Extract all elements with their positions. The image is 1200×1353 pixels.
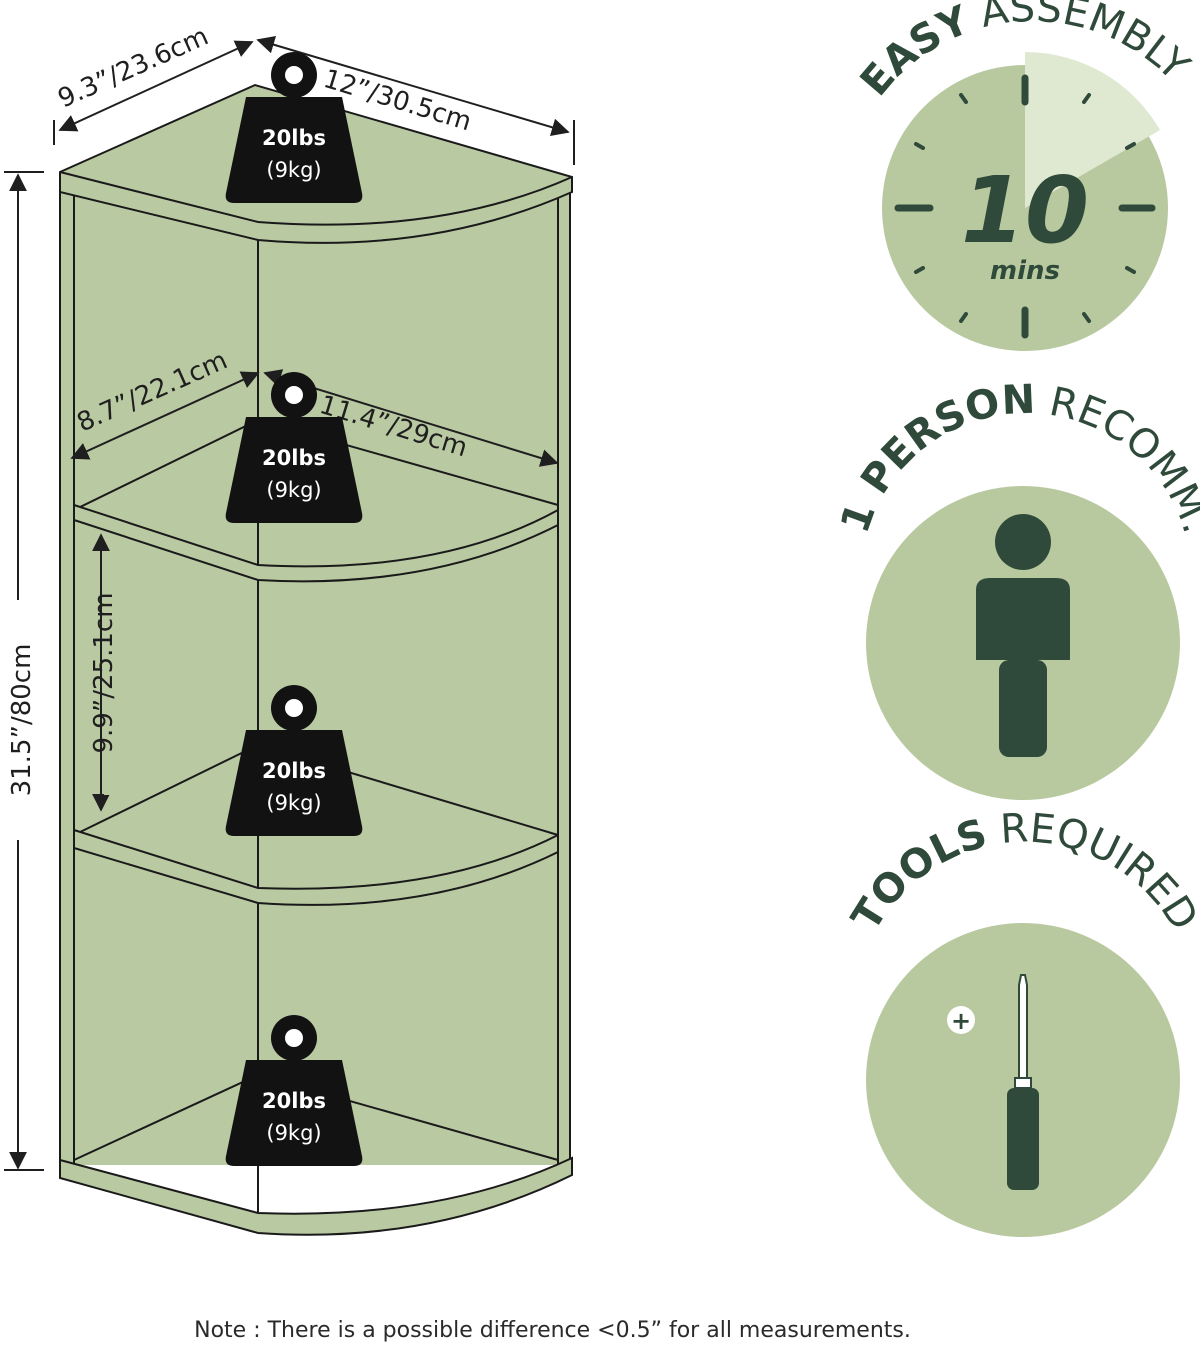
measurement-note: Note : There is a possible difference <0… xyxy=(194,1318,911,1343)
clock-highlight xyxy=(1025,52,1160,208)
weight-lbs: 20lbs xyxy=(262,126,326,150)
weight-kg: (9kg) xyxy=(266,791,321,815)
weight-icon: 20lbs (9kg) xyxy=(225,372,363,523)
svg-text:+: + xyxy=(951,1007,971,1035)
person-badge: 1 PERSONRECOMM. xyxy=(832,377,1200,800)
weight-lbs: 20lbs xyxy=(262,1089,326,1113)
weight-kg: (9kg) xyxy=(266,478,321,502)
assembly-minutes-value: 10 xyxy=(961,157,1089,264)
right-post xyxy=(557,189,571,1166)
plus-icon: + xyxy=(947,1006,975,1035)
easy-assembly-badge: EASYASSEMBLY 10 mins xyxy=(852,0,1198,351)
shelf-gap-label: 9.9”/25.1cm xyxy=(89,592,119,753)
left-post xyxy=(59,189,75,1166)
tools-badge: TOOLSREQUIRED + xyxy=(843,805,1200,1237)
weight-kg: (9kg) xyxy=(266,158,321,182)
top-depth-label: 9.3”/23.6cm xyxy=(54,21,213,114)
weight-icon: 20lbs (9kg) xyxy=(225,1015,363,1166)
bottom-panel xyxy=(59,1156,573,1236)
weight-lbs: 20lbs xyxy=(262,446,326,470)
height-label: 31.5”/80cm xyxy=(7,644,37,797)
tools-title: TOOLSREQUIRED xyxy=(843,805,1200,938)
shelf-back-panel xyxy=(60,85,570,1165)
shelf-2 xyxy=(73,828,559,906)
weight-icon: 20lbs (9kg) xyxy=(225,685,363,836)
screwdriver-icon xyxy=(1007,974,1039,1190)
weight-icon: 20lbs (9kg) xyxy=(225,52,363,203)
weight-lbs: 20lbs xyxy=(262,759,326,783)
corner-shelf xyxy=(59,83,573,1236)
shelf-1 xyxy=(73,503,559,583)
person-icon xyxy=(976,514,1070,757)
assembly-minutes-unit: mins xyxy=(990,256,1060,286)
clock-icon xyxy=(894,74,1156,339)
weight-kg: (9kg) xyxy=(266,1121,321,1145)
